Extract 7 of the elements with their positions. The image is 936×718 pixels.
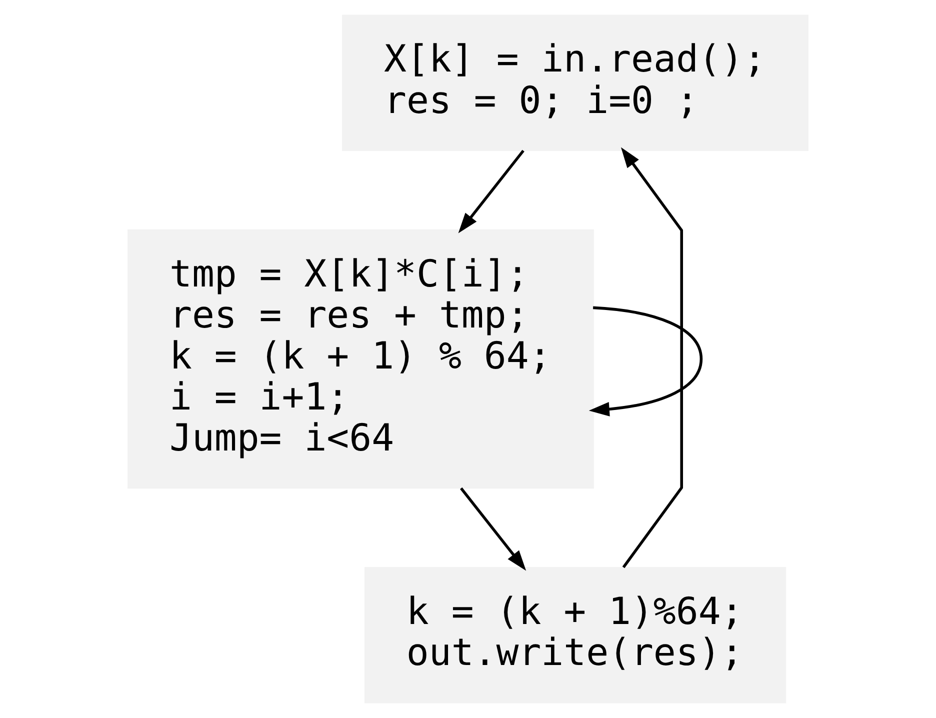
arrow [588,306,703,416]
arrow [458,150,524,234]
node-box: tmp = X[k]*C[i]; res = res + tmp; k = (k + 1) % 64; i = i+1; Jump= i<64 [128,229,594,489]
node-box: X[k] = in.read(); res = 0; i=0 ; [342,14,808,151]
arrow [460,487,526,571]
arrow [620,147,683,568]
node-box: k = (k + 1)%64; out.write(res); [364,567,786,704]
